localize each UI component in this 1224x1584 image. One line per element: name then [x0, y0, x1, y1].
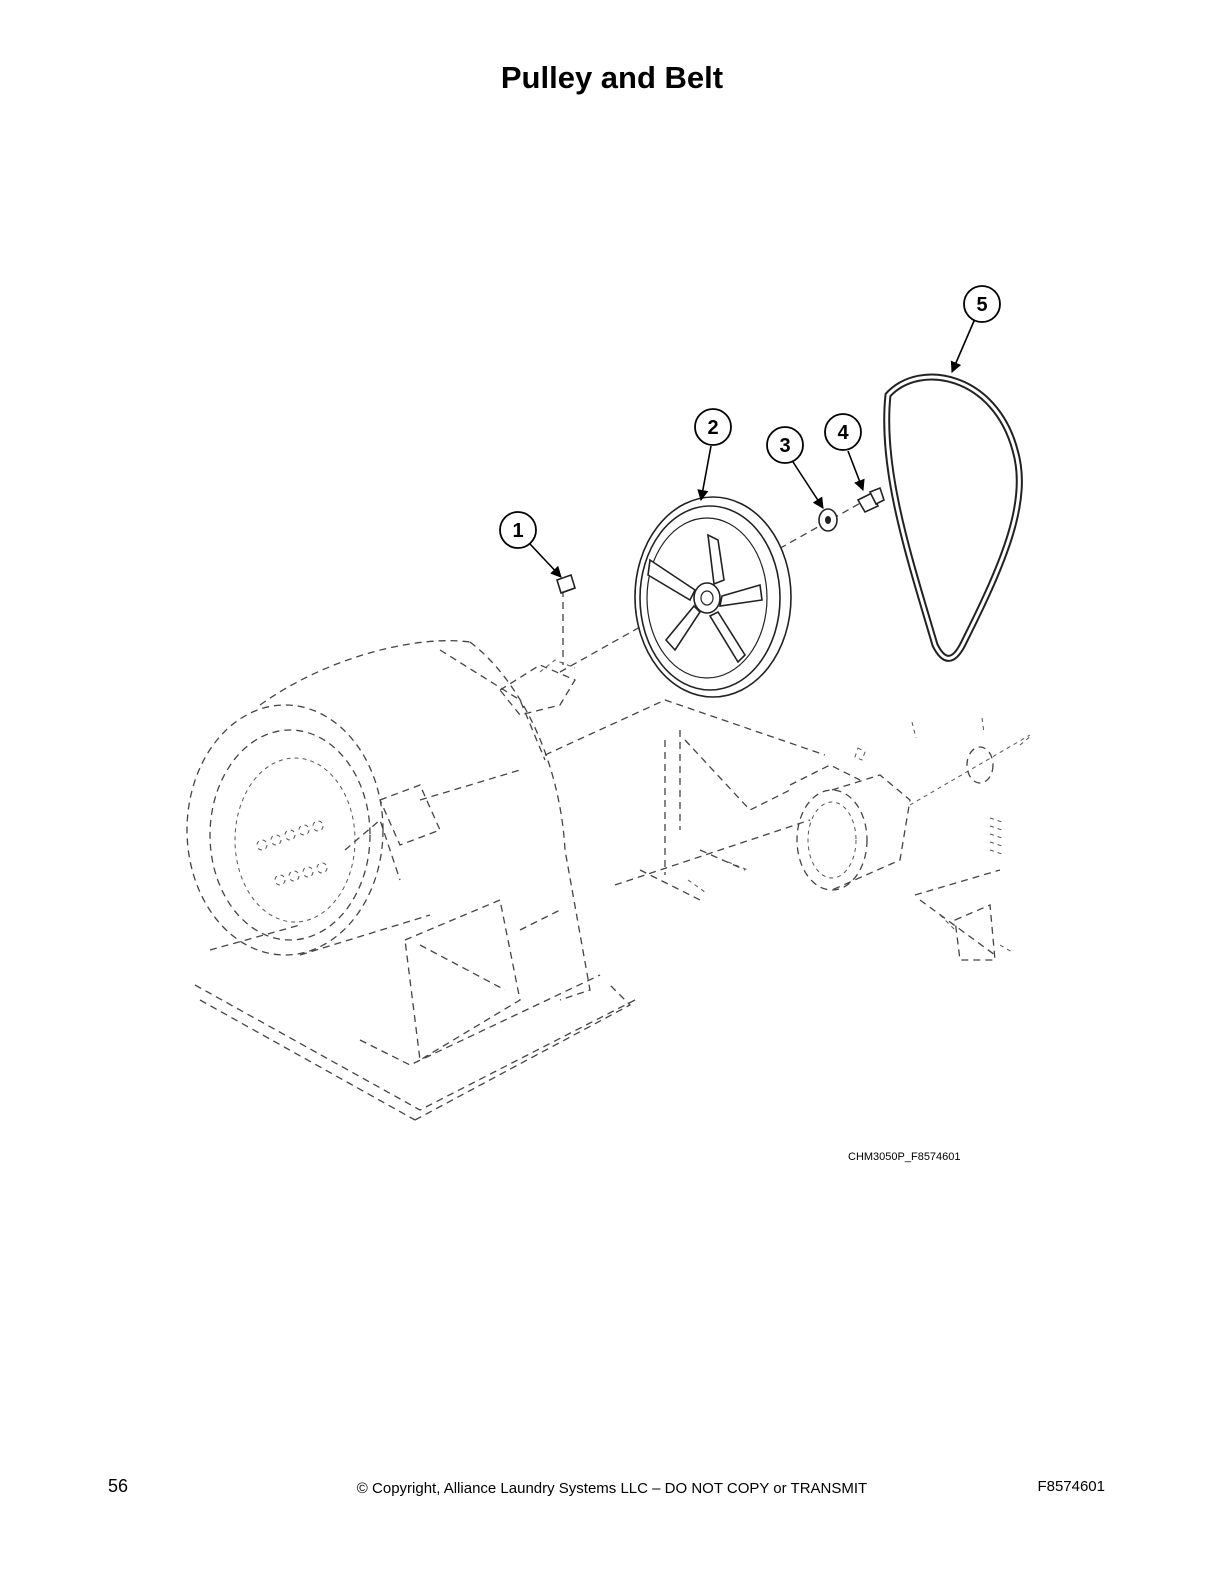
figure-code: CHM3050P_F8574601 — [848, 1151, 961, 1163]
callout-5-label: 5 — [976, 294, 987, 316]
callout-1: 1 — [499, 511, 562, 578]
page-number: 56 — [108, 1476, 129, 1496]
callout-4-label: 4 — [837, 422, 849, 444]
document-code: F8574601 — [1037, 1478, 1105, 1495]
callout-3: 3 — [766, 426, 824, 509]
belt-part — [883, 373, 1023, 662]
copyright-notice: © Copyright, Alliance Laundry Systems LL… — [356, 1480, 868, 1497]
key-part — [556, 573, 576, 595]
callout-5: 5 — [950, 285, 1001, 374]
callout-4: 4 — [824, 413, 865, 492]
callout-1-label: 1 — [512, 520, 523, 542]
callout-2: 2 — [694, 408, 732, 502]
page-title: Pulley and Belt — [500, 60, 724, 95]
pulley-part — [634, 496, 792, 698]
motor-assembly-ghost — [614, 717, 1033, 961]
callout-2-label: 2 — [707, 417, 718, 439]
machine-housing-ghost — [186, 639, 826, 1121]
bolt-part — [856, 486, 885, 514]
callout-3-label: 3 — [779, 435, 790, 457]
washer-part — [818, 508, 838, 532]
